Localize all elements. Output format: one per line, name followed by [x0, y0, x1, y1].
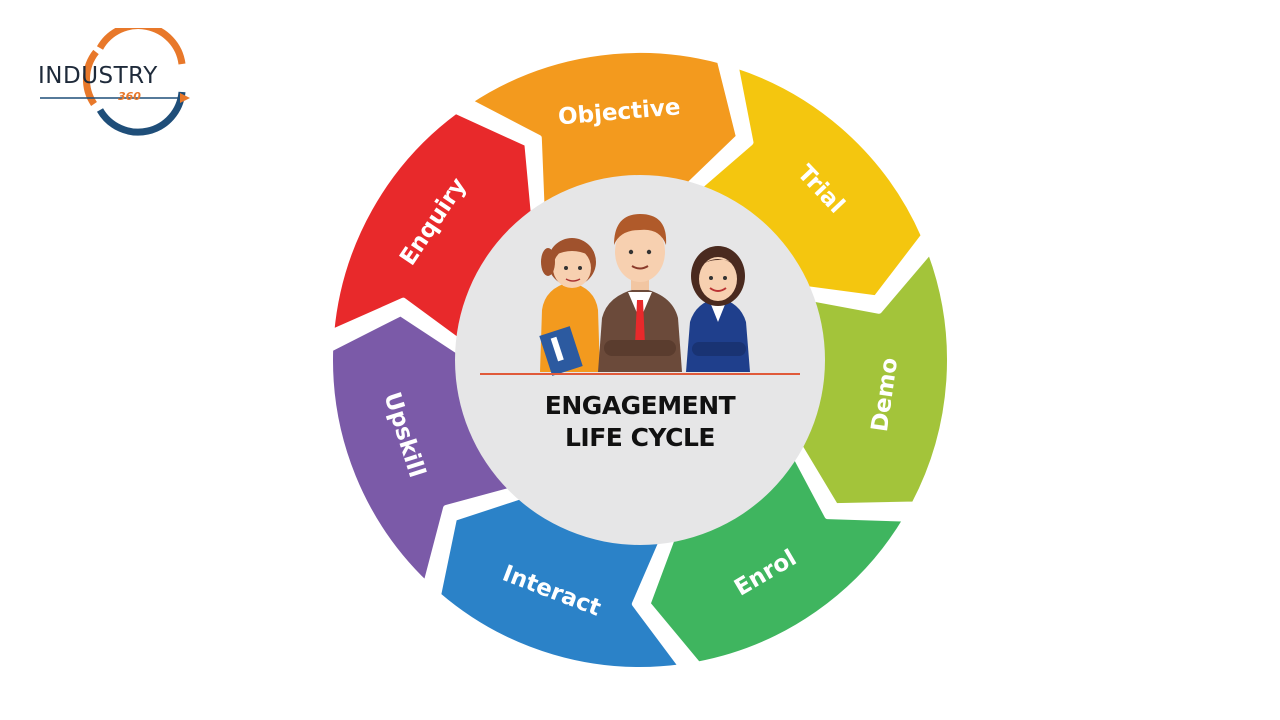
woman-in-blazer-icon	[686, 246, 750, 372]
industry360-logo: INDUSTRY 360	[30, 22, 200, 138]
center-title-line1: ENGAGEMENT	[545, 391, 736, 420]
woman-with-book-icon	[539, 238, 600, 376]
center-title-line2: LIFE CYCLE	[565, 423, 715, 452]
logo-name: INDUSTRY	[38, 63, 158, 89]
logo-sub: 360	[118, 90, 141, 103]
people-illustration	[539, 214, 750, 376]
man-in-suit-icon	[598, 214, 682, 372]
